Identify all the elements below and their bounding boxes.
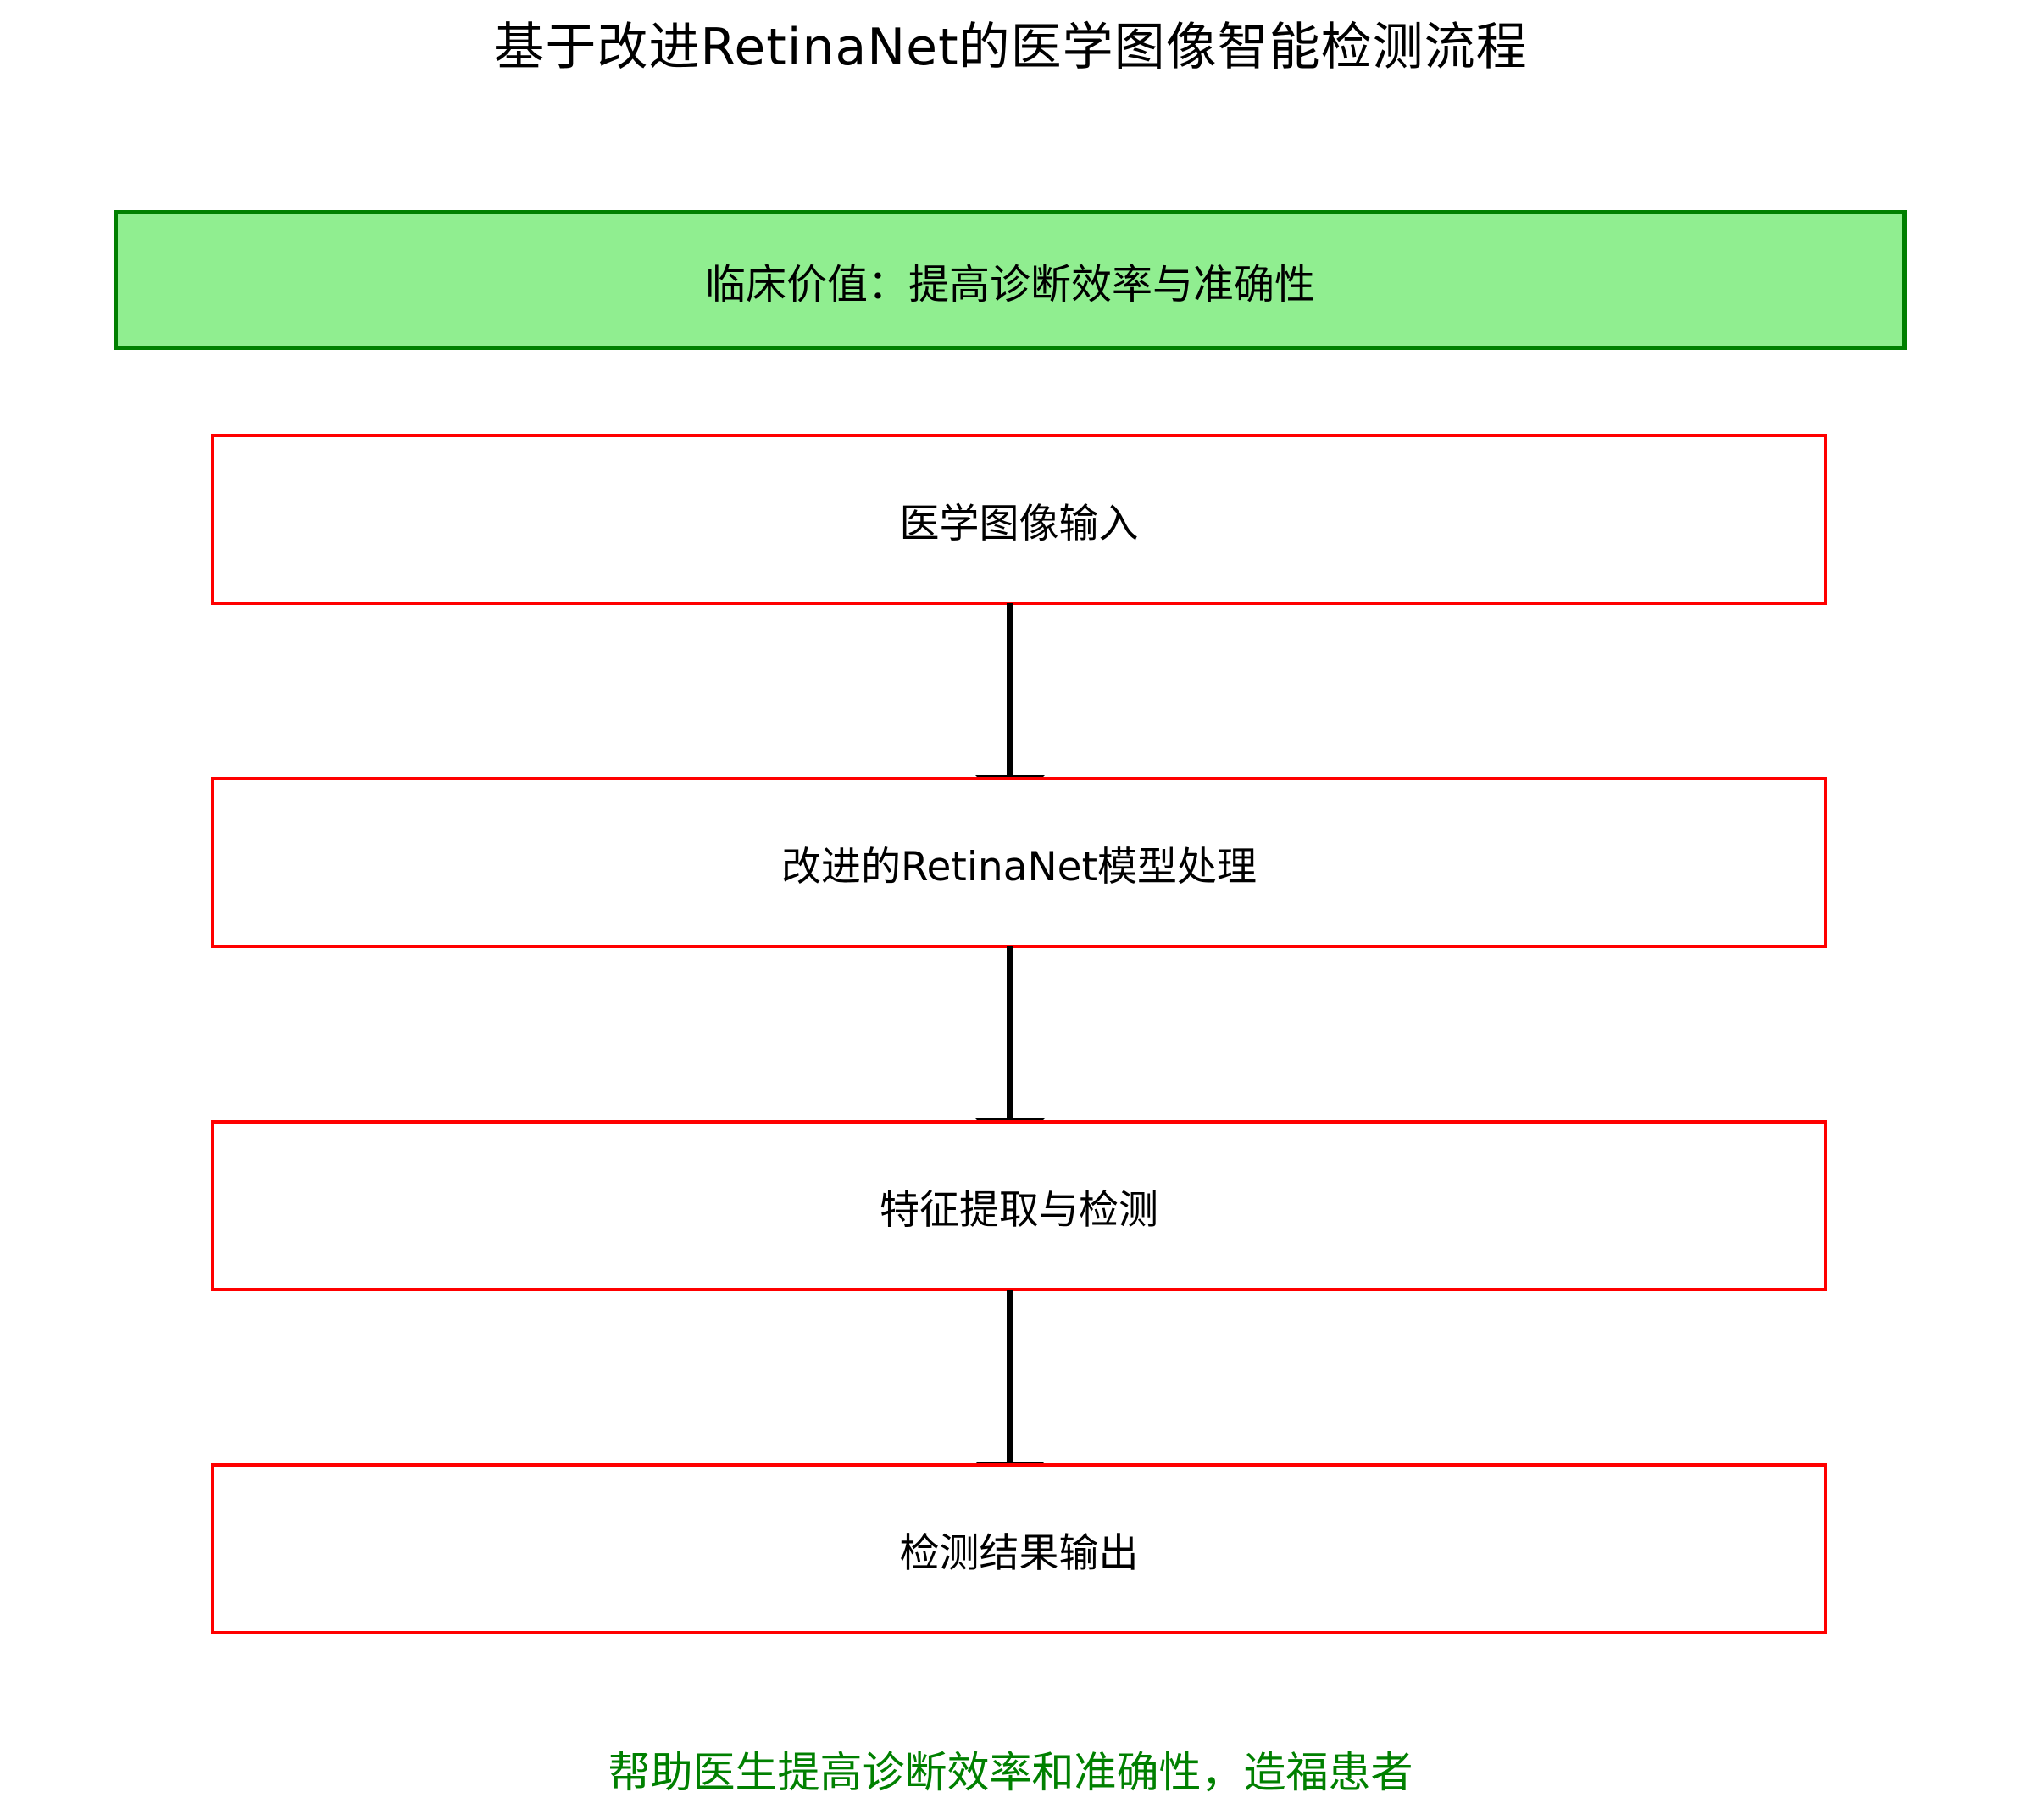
flow-step-label: 特征提取与检测	[880, 1186, 1158, 1234]
flow-arrow-stem	[1007, 1290, 1013, 1464]
flow-step-label: 改进的RetinaNet模型处理	[780, 843, 1258, 891]
flow-step-result-output: 检测结果输出	[211, 1463, 1827, 1634]
flow-step-image-input: 医学图像输入	[211, 434, 1827, 605]
clinical-value-banner: 临床价值：提高诊断效率与准确性	[114, 210, 1907, 350]
flow-arrow-stem	[1007, 946, 1013, 1121]
flow-step-label: 医学图像输入	[899, 500, 1139, 547]
flow-step-model-processing: 改进的RetinaNet模型处理	[211, 777, 1827, 948]
flow-arrow-stem	[1007, 603, 1013, 778]
page-title: 基于改进RetinaNet的医学图像智能检测流程	[493, 18, 1528, 77]
flow-step-label: 检测结果输出	[899, 1529, 1139, 1577]
flow-step-feature-detection: 特征提取与检测	[211, 1120, 1827, 1291]
clinical-value-label: 临床价值：提高诊断效率与准确性	[704, 260, 1315, 308]
footer-note: 帮助医生提高诊断效率和准确性，造福患者	[608, 1748, 1413, 1797]
